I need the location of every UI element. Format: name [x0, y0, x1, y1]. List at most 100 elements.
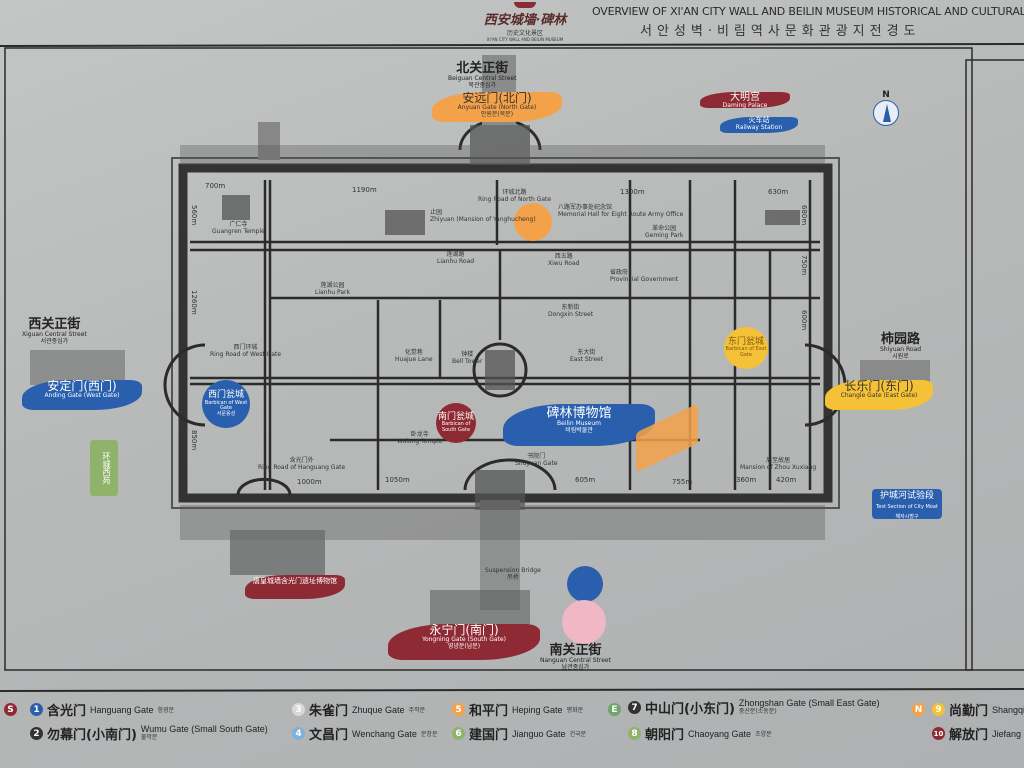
legend-divider — [0, 688, 1024, 692]
north-gate-label[interactable]: 安远门(北门)Anyuan Gate (North Gate)안원문(북문) — [432, 91, 562, 122]
east-gate-label[interactable]: 长乐门(东门)Changle Gate (East Gate) — [825, 379, 933, 410]
distance-label: 420m — [776, 476, 797, 484]
legend-cn: 文昌门 — [309, 728, 349, 743]
legend-ko: 조양문 — [755, 731, 772, 738]
distance-label: 850m — [190, 430, 198, 451]
scenic-area-logo: 西安城墙·碑林 历史文化景区 XI'AN CITY WALL AND BEILI… — [470, 2, 580, 42]
logo-english: XI'AN CITY WALL AND BEILIN MUSEUM — [486, 37, 564, 42]
hanguang-museum-label[interactable]: 唐皇城墙含光门遗址博物馆 — [245, 575, 345, 599]
legend-cn: 朱雀门 — [309, 704, 349, 719]
legend-item-wumu[interactable]: 2 勿幕门(小南门)Wumu Gate (Small South Gate)물막문 — [30, 724, 268, 743]
logo-subtitle: 历史文化景区 — [506, 30, 543, 37]
side-panel-frame — [965, 59, 1024, 671]
distance-label: 680m — [800, 205, 808, 226]
legend-cn: 和平门 — [469, 704, 509, 719]
legend-ko: 문창문 — [420, 731, 438, 738]
legend-ko: 중산문(소동문) — [738, 708, 777, 716]
compass-north-label: N — [882, 90, 890, 100]
legend-en: Jiefang Gate — [992, 728, 1024, 739]
group-badge-south: S — [4, 703, 17, 716]
distance-label: 605m — [575, 476, 596, 484]
compass: N — [870, 90, 902, 130]
title-korean: 서안성벽·비림역사문화관광지전경도 — [640, 24, 921, 39]
legend-ko: 함광문 — [157, 707, 175, 714]
bell-tower-roundabout — [472, 342, 528, 398]
gate-number-badge: 2 — [30, 727, 43, 740]
distance-label: 1190m — [352, 186, 377, 194]
legend-en: Wumu Gate (Small South Gate) — [140, 724, 268, 735]
south-gate-label[interactable]: 永宁门(南门)Yongning Gate (South Gate)영녕문(남문) — [388, 623, 540, 660]
gate-number-badge: 9 — [932, 703, 945, 716]
legend-ko: 평화문 — [566, 707, 584, 714]
gate-number-badge: 8 — [628, 727, 641, 740]
north-barbican-circle[interactable] — [514, 203, 552, 241]
legend-ko: 물막문 — [140, 734, 158, 742]
group-badge-north: N — [912, 703, 925, 716]
legend-en: Hanguang Gate — [90, 704, 154, 715]
legend-en: Chaoyang Gate — [688, 728, 752, 739]
gate-number-badge: 5 — [452, 703, 465, 716]
logo-text: 西安城墙·碑林 — [483, 13, 567, 28]
legend-en: Zhuque Gate — [352, 704, 405, 715]
compass-arrow-icon — [873, 100, 899, 126]
legend-cn: 朝阳门 — [645, 728, 685, 743]
distance-label: 1000m — [297, 478, 322, 486]
west-garden-label[interactable]: 环城西苑 — [90, 440, 118, 496]
pink-info-circle[interactable] — [562, 600, 606, 644]
legend-cn: 建国门 — [469, 728, 509, 743]
legend-cn: 中山门(小东门) — [645, 702, 735, 717]
legend-cn: 勿幕门(小南门) — [47, 728, 137, 743]
title-english: OVERVIEW OF XI'AN CITY WALL AND BEILIN M… — [592, 5, 1024, 18]
legend-item-shangqin[interactable]: 9尚勤门Shangqin Gate — [932, 700, 1024, 719]
distance-label: 755m — [672, 478, 693, 486]
legend-ko: 주작문 — [408, 707, 426, 714]
gate-number-badge: 7 — [628, 701, 641, 714]
map-frame — [4, 47, 973, 671]
legend-en: Jianguo Gate — [512, 728, 566, 739]
blue-info-circle[interactable] — [567, 566, 603, 602]
tower-marker — [258, 122, 280, 160]
legend-cn: 含光门 — [47, 704, 87, 719]
top-divider — [0, 43, 1024, 47]
west-gate-label[interactable]: 安定门(西门)Anding Gate (West Gate) — [22, 379, 142, 410]
legend-en: Shangqin Gate — [992, 704, 1024, 715]
legend-cn: 解放门 — [949, 728, 989, 743]
roads — [190, 180, 820, 490]
distance-label: 1300m — [620, 188, 645, 196]
distance-label: 700m — [205, 182, 226, 190]
